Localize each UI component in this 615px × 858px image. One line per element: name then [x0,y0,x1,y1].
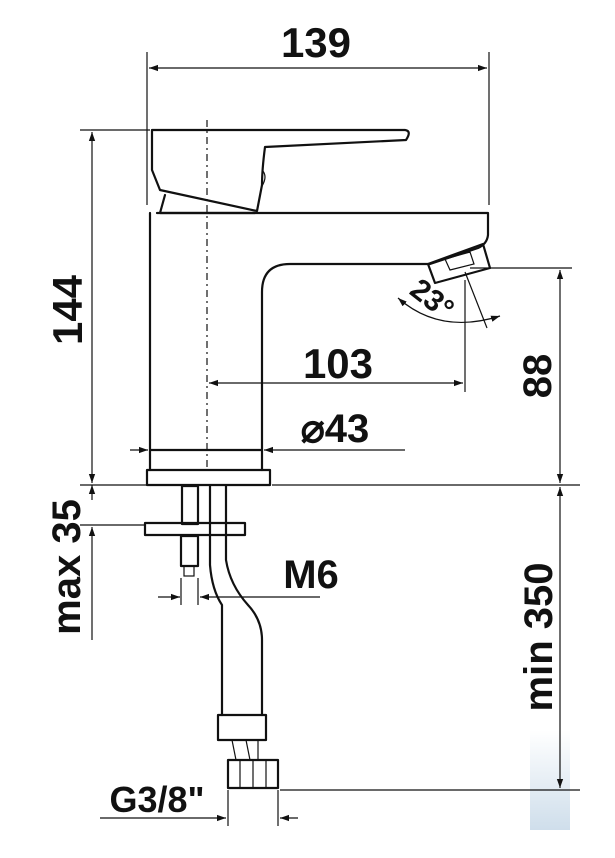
dimension-lines [80,52,580,826]
dim-total-height: 144 [44,274,91,345]
dim-max-deck-thickness: max 35 [45,499,89,635]
body-outline [148,211,490,452]
dim-swivel-angle: 23° [404,273,460,327]
dim-spout-height: 88 [516,354,560,399]
dim-connection-thread: G3/8" [109,779,204,820]
dim-rod-thread: M6 [283,553,339,597]
mounting-hardware [143,484,280,790]
lever-handle [150,128,410,213]
base-plate [145,468,272,487]
watermark-bar [530,730,570,830]
dim-total-reach: 139 [281,19,351,66]
flexible-hose [208,484,264,717]
dim-spout-reach: 103 [303,340,373,387]
dim-min-hose-length: min 350 [517,563,561,712]
dim-body-diameter: ⌀43 [301,407,370,451]
aerator [426,242,492,285]
m6-rod [179,534,200,568]
